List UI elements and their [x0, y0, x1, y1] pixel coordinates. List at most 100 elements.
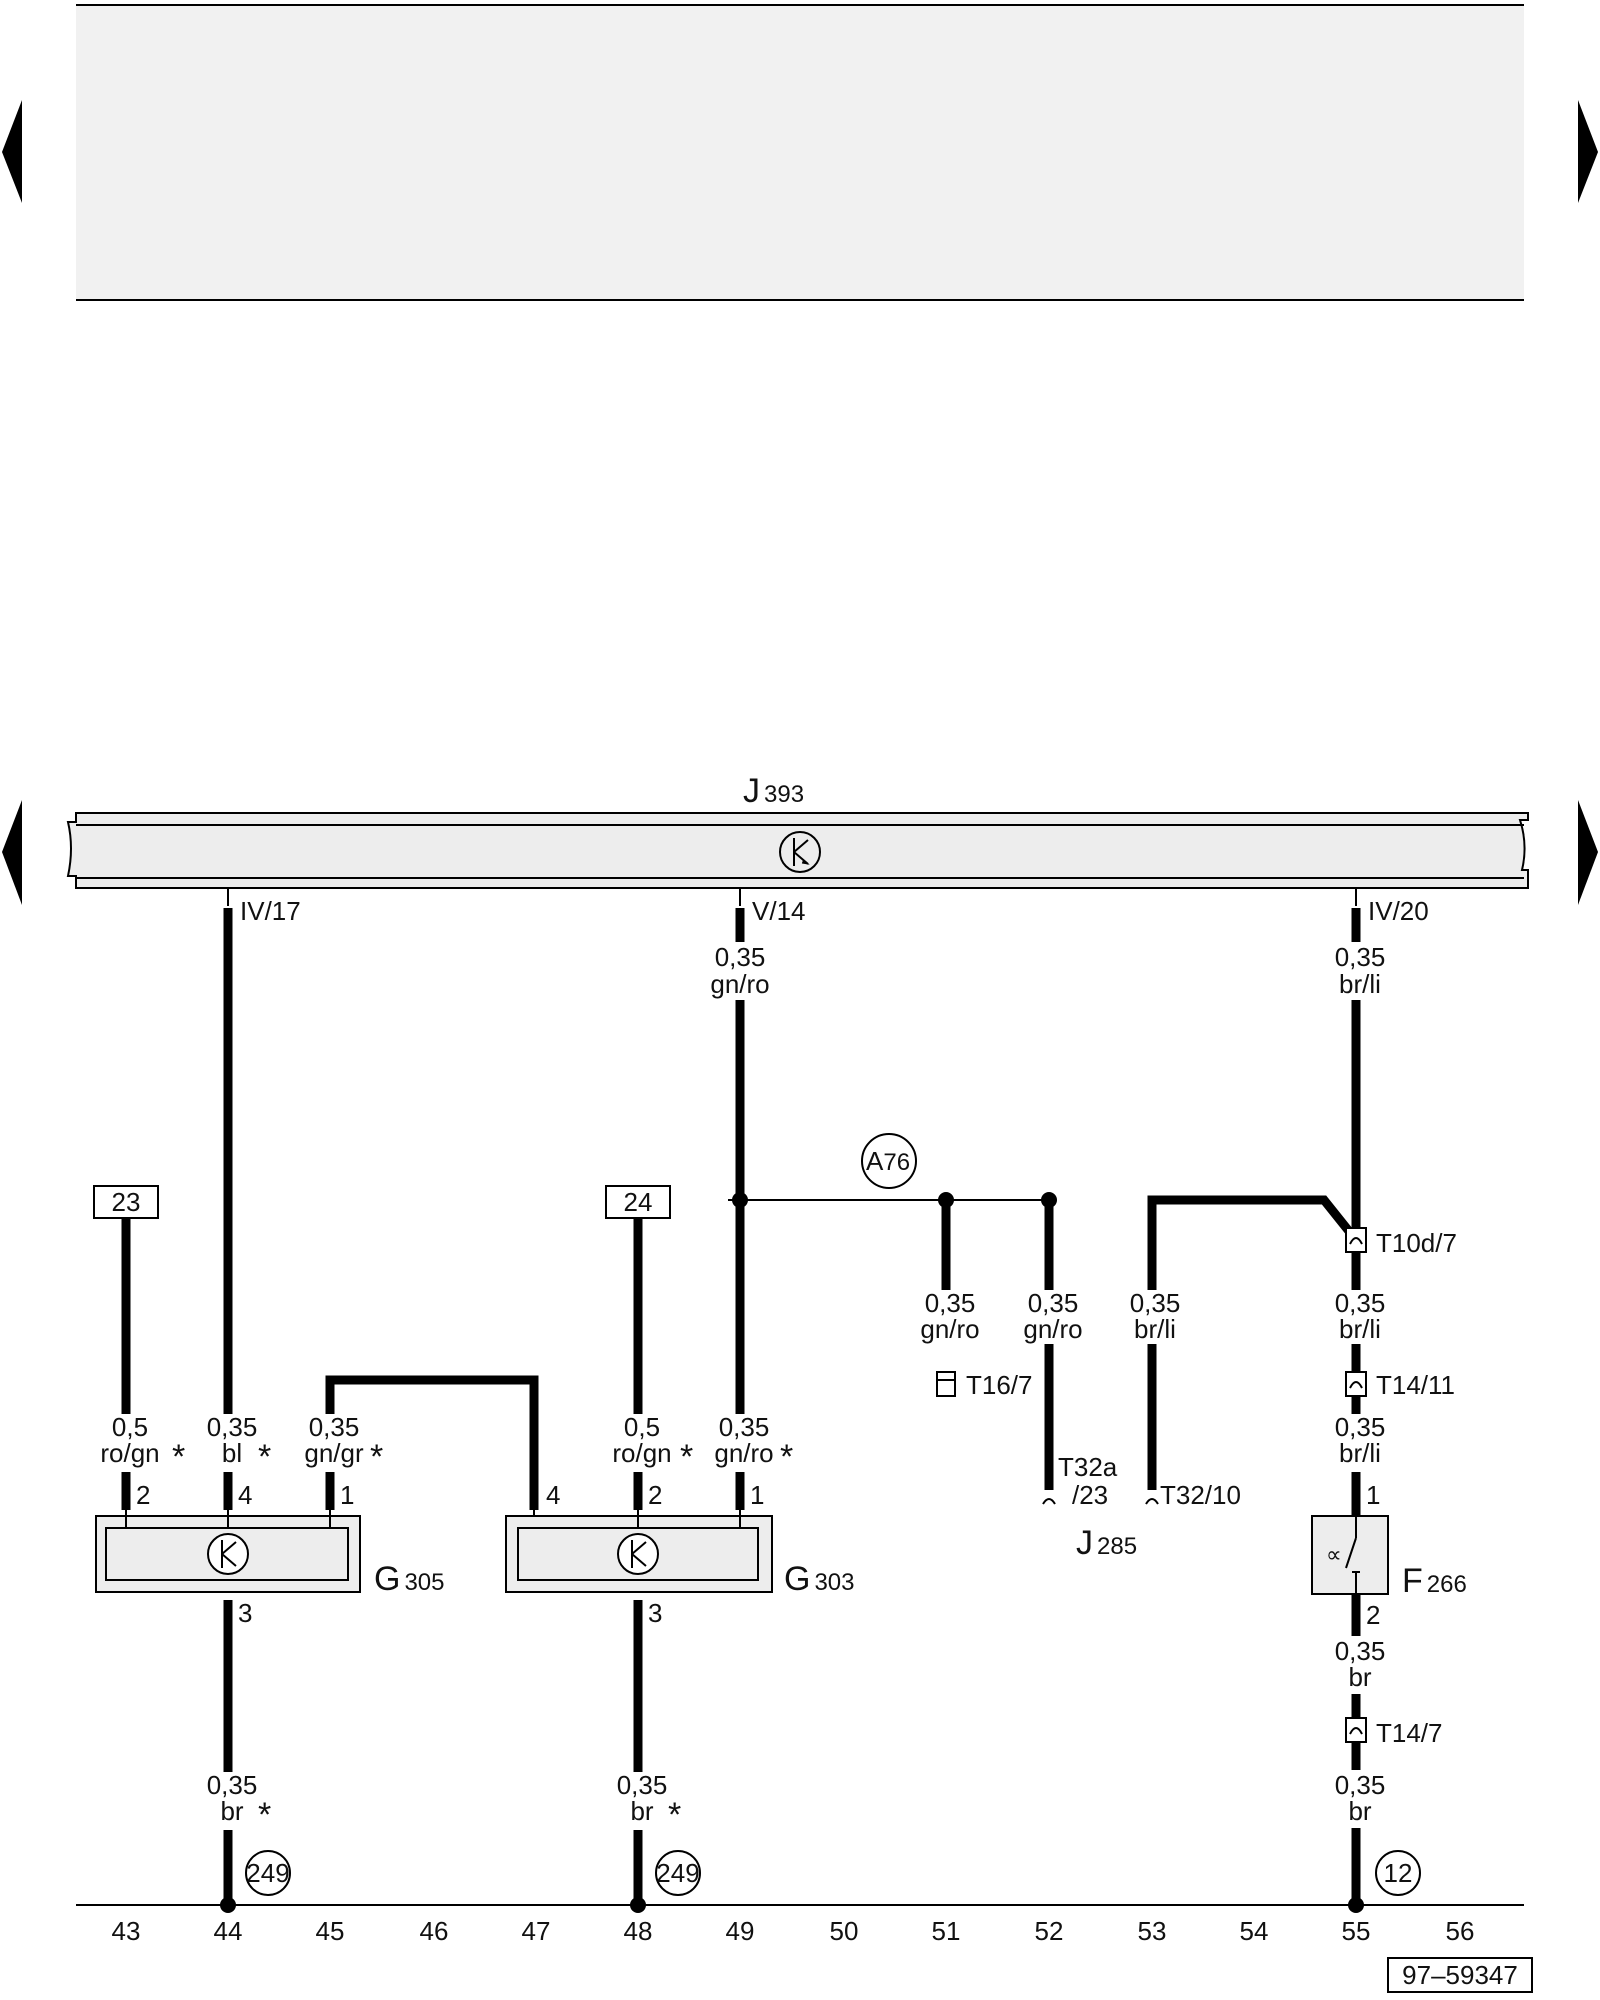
track-number-row: 43 44 45 46 47 48 49 50 51 52 53 54 55 5… — [112, 1916, 1475, 1946]
svg-text:0,35: 0,35 — [1335, 1288, 1386, 1318]
svg-text:0,35: 0,35 — [925, 1288, 976, 1318]
track-number: 45 — [316, 1916, 345, 1946]
ground-junction-48 — [630, 1897, 646, 1913]
svg-text:0,35: 0,35 — [207, 1412, 258, 1442]
track-number: 53 — [1138, 1916, 1167, 1946]
svg-text:0,35: 0,35 — [1335, 1636, 1386, 1666]
top-info-panel — [76, 5, 1524, 300]
controller-pin-ticks — [227, 888, 1357, 906]
splice-a76-label: A76 — [866, 1146, 910, 1176]
svg-text:0,35: 0,35 — [1335, 1412, 1386, 1442]
svg-text:0,35: 0,35 — [1028, 1288, 1079, 1318]
junction-dot — [1041, 1192, 1057, 1208]
track-number: 51 — [932, 1916, 961, 1946]
svg-text:gn/ro: gn/ro — [920, 1314, 979, 1344]
g305-pin-2: 2 — [136, 1480, 150, 1510]
track-number: 49 — [726, 1916, 755, 1946]
connector-t10d-7: T10d/7 — [1345, 1227, 1457, 1258]
svg-text:bl: bl — [222, 1438, 242, 1468]
svg-text:*: * — [172, 1438, 185, 1476]
track-number: 47 — [522, 1916, 551, 1946]
svg-text:0,35: 0,35 — [1335, 1770, 1386, 1800]
next-page-arrow[interactable] — [1578, 100, 1598, 203]
connector-t14-7: T14/7 — [1345, 1717, 1443, 1748]
next-section-arrow[interactable] — [1578, 800, 1598, 905]
svg-text:*: * — [780, 1438, 793, 1476]
svg-text:0,35: 0,35 — [617, 1770, 668, 1800]
svg-text:0,35: 0,35 — [719, 1412, 770, 1442]
svg-text:0,35: 0,35 — [309, 1412, 360, 1442]
svg-text:*: * — [668, 1796, 681, 1834]
controller-terminal-v14: V/14 — [752, 896, 806, 926]
svg-text:T10d/7: T10d/7 — [1376, 1228, 1457, 1258]
connector-t32a-label: T32a — [1058, 1452, 1118, 1482]
svg-text:ro/gn: ro/gn — [100, 1438, 159, 1468]
ground-point-249-b[interactable] — [655, 1850, 701, 1896]
reference-box-24-label: 24 — [624, 1187, 653, 1217]
track-number: 50 — [830, 1916, 859, 1946]
ground-point-12-label: 12 — [1384, 1858, 1413, 1888]
ground-point-249-a[interactable] — [245, 1850, 291, 1896]
previous-section-arrow[interactable] — [2, 800, 22, 905]
ground-junction-44 — [220, 1897, 236, 1913]
svg-text:*: * — [258, 1796, 271, 1834]
ground-point-12[interactable] — [1375, 1850, 1421, 1896]
svg-text:gn/gr: gn/gr — [304, 1438, 364, 1468]
connector-t32a-pin-label: /23 — [1072, 1480, 1108, 1510]
track-number: 48 — [624, 1916, 653, 1946]
splice-a76 — [861, 1133, 917, 1189]
svg-text:*: * — [680, 1438, 693, 1476]
svg-text:0,35: 0,35 — [1130, 1288, 1181, 1318]
svg-text:0,35: 0,35 — [207, 1770, 258, 1800]
svg-text:0,5: 0,5 — [112, 1412, 148, 1442]
reference-box-24[interactable] — [605, 1185, 671, 1219]
junction-dot — [938, 1192, 954, 1208]
g305-pin-1: 1 — [340, 1480, 354, 1510]
svg-text:br/li: br/li — [1339, 1314, 1381, 1344]
svg-text:gn/ro: gn/ro — [714, 1438, 773, 1468]
svg-text:T14/11: T14/11 — [1376, 1370, 1455, 1400]
track-number: 43 — [112, 1916, 141, 1946]
g305-pin-3: 3 — [238, 1598, 252, 1628]
wire-label-group: 0,35 gn/ro 0,35 br/li 0,35 gn/ro 0,35 gn… — [90, 942, 1392, 1834]
svg-text:∝: ∝ — [1326, 1542, 1342, 1567]
svg-text:br/li: br/li — [1134, 1314, 1176, 1344]
t32-terminal-mark — [1145, 1498, 1159, 1505]
track-number: 44 — [214, 1916, 243, 1946]
track-number: 55 — [1342, 1916, 1371, 1946]
g303-pin-4: 4 — [546, 1480, 560, 1510]
connector-t14-11: T14/11 — [1345, 1370, 1455, 1400]
figure-id: 97–59347 — [1402, 1960, 1518, 1990]
svg-text:br/li: br/li — [1339, 969, 1381, 999]
ground-junction-55 — [1348, 1897, 1364, 1913]
connector-t32-label: T32/10 — [1160, 1480, 1241, 1510]
previous-page-arrow[interactable] — [2, 100, 22, 203]
reference-box-23[interactable] — [93, 1185, 159, 1219]
g303-pin-2: 2 — [648, 1480, 662, 1510]
svg-text:T16/7: T16/7 — [966, 1370, 1033, 1400]
svg-text:T14/7: T14/7 — [1376, 1718, 1443, 1748]
g305-pin-4: 4 — [238, 1480, 252, 1510]
connector-t16-7: T16/7 — [936, 1370, 1033, 1400]
t32a-terminal-mark — [1042, 1498, 1056, 1505]
controller-terminal-iv17: IV/17 — [240, 896, 301, 926]
svg-text:0,35: 0,35 — [1335, 942, 1386, 972]
svg-text:br: br — [630, 1796, 653, 1826]
ground-point-249-b-label: 249 — [656, 1858, 699, 1888]
svg-text:br: br — [1348, 1662, 1371, 1692]
svg-text:0,35: 0,35 — [715, 942, 766, 972]
figure-id-box — [1387, 1957, 1533, 1993]
svg-text:0,5: 0,5 — [624, 1412, 660, 1442]
svg-text:br: br — [220, 1796, 243, 1826]
track-number: 52 — [1035, 1916, 1064, 1946]
svg-text:br: br — [1348, 1796, 1371, 1826]
svg-text:gn/ro: gn/ro — [710, 969, 769, 999]
